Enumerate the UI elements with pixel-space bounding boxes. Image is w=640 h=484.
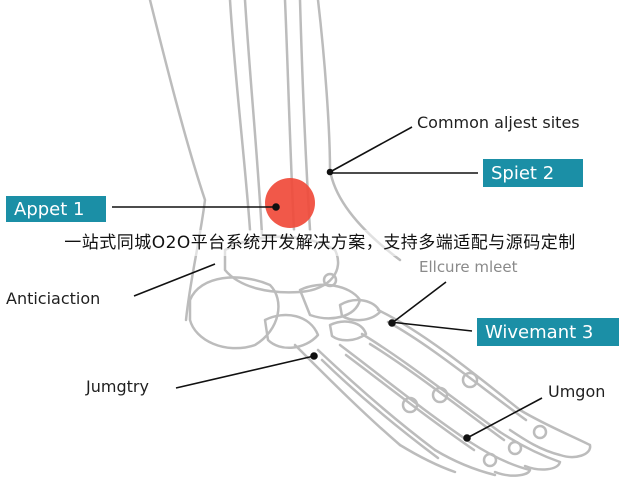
metatarsal-2 — [360, 332, 502, 434]
leader-common-sites — [329, 126, 413, 173]
label-ellcure: Ellcure mleet — [419, 258, 518, 276]
leader-umgon — [466, 397, 543, 439]
label-common-sites: Common aljest sites — [417, 113, 580, 132]
metatarsal-1 — [376, 308, 522, 412]
leader-wivemant — [389, 321, 473, 332]
leader-anticiaction — [133, 263, 216, 297]
tag-spiet: Spiet 2 — [483, 159, 583, 187]
toe-4 — [433, 448, 497, 477]
cuneiform-2 — [328, 320, 368, 342]
metatarsal-4 — [316, 348, 437, 452]
toe-1 — [508, 408, 592, 459]
tibia — [228, 0, 252, 232]
toe-3 — [468, 440, 532, 477]
cuboid — [263, 313, 320, 349]
leg-outline-left — [148, 0, 207, 322]
tag-wivemant: Wivemant 3 — [477, 318, 619, 346]
label-umgon: Umgon — [548, 382, 606, 401]
tag-appet: Appet 1 — [6, 196, 106, 222]
leader-ellcure — [391, 281, 447, 324]
pain-spot — [265, 178, 315, 228]
toe-5 — [398, 443, 457, 474]
metatarsal-5 — [293, 343, 402, 447]
leader-jumgtry — [175, 355, 315, 389]
overlay-caption: 一站式同城O2O平台系统开发解决方案，支持多端适配与源码定制 — [0, 230, 640, 256]
leg-outline-right — [316, 0, 402, 262]
calcaneus — [188, 276, 280, 350]
label-anticiaction: Anticiaction — [6, 289, 101, 308]
metatarsal-3 — [338, 343, 472, 444]
label-jumgtry: Jumgtry — [86, 377, 149, 396]
